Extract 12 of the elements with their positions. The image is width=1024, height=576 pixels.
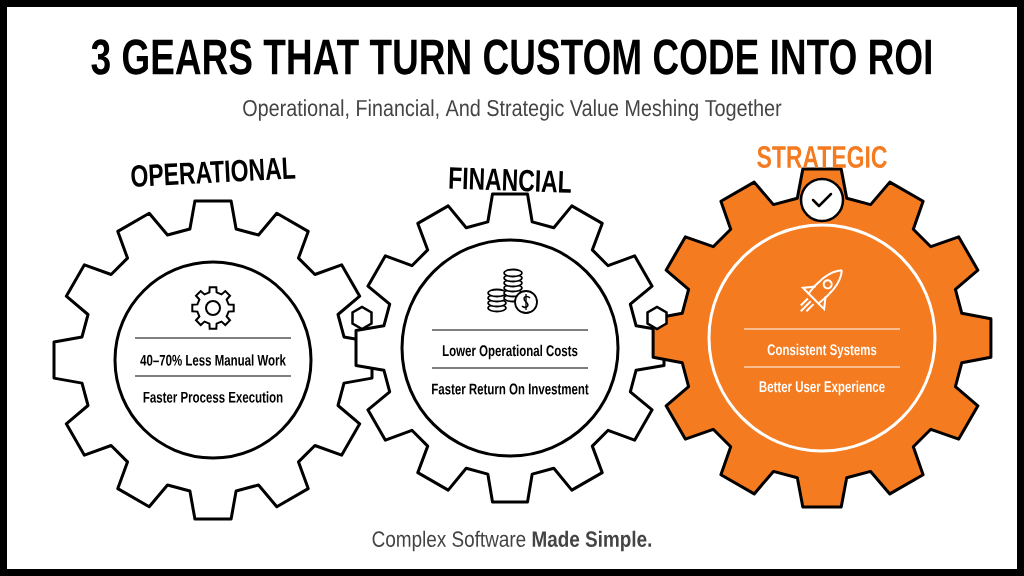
gear-text: Lower Operational Costs: [442, 344, 578, 360]
title: 3 GEARS THAT TURN CUSTOM CODE INTO ROI: [91, 39, 931, 75]
gear-heading: FINANCIAL: [449, 167, 571, 193]
gear-text: Faster Process Execution: [143, 391, 283, 403]
gear-text: Faster Return On Investment: [432, 383, 589, 395]
tagline: Complex Software Made Simple.: [372, 530, 652, 552]
subtitle: Operational, Financial, And Strategic Value Meshing Together: [243, 99, 782, 121]
gear-heading: STRATEGIC: [757, 146, 887, 168]
gear-text: Consistent Systems: [767, 343, 877, 359]
gear-heading: OPERATIONAL: [131, 157, 296, 187]
gear-text: 40–70% Less Manual Work: [140, 354, 286, 366]
gear-text: Better User Experience: [759, 380, 885, 396]
